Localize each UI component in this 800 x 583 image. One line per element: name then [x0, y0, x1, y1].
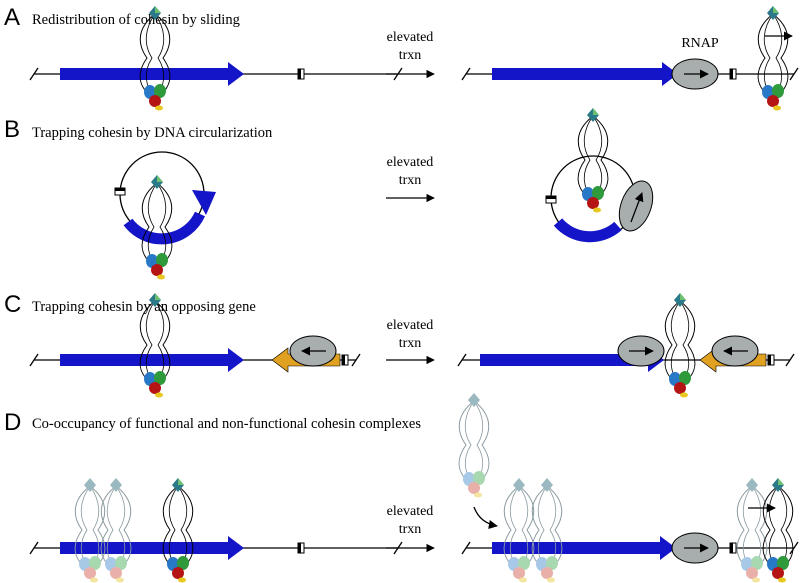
panel-c-title: Trapping cohesin by an opposing gene	[32, 299, 256, 315]
cohesin-d-right	[762, 477, 794, 583]
released-cohesin-d	[458, 392, 490, 498]
panel-d-label: D	[4, 409, 21, 436]
panel-a-title: Redistribution of cohesin by sliding	[32, 12, 240, 28]
cohesin-d-left	[162, 477, 194, 583]
gene-arc-b-left	[123, 211, 206, 245]
cohesin-a-right	[757, 5, 789, 111]
release-arrow-d	[473, 506, 498, 530]
panel-c-label: C	[4, 291, 21, 318]
gene-arrow-a-right	[492, 62, 678, 86]
transition-a-line2: trxn	[399, 48, 422, 63]
transition-b-line1: elevated	[387, 155, 434, 170]
panel-d-title: Co-occupancy of functional and non-funct…	[32, 416, 421, 432]
transition-b-line2: trxn	[399, 173, 422, 188]
panel-a-label: A	[4, 4, 20, 31]
nonfunctional-cohesin-d-left-2	[100, 477, 132, 583]
transition-d-line2: trxn	[399, 522, 422, 537]
gene-arrow-c-left	[60, 348, 244, 372]
rnap-b	[618, 180, 654, 232]
gene-arrow-d-left	[60, 536, 244, 560]
transition-c-line2: trxn	[399, 336, 422, 351]
transition-a-line1: elevated	[387, 30, 434, 45]
gene-arc-b-right	[553, 218, 622, 243]
gene-arrow-a-left	[60, 62, 244, 86]
nonfunctional-cohesin-d-left-1	[74, 477, 106, 583]
rnap-label: RNAP	[681, 36, 719, 51]
cohesin-b-left	[141, 174, 173, 280]
panel-b: B Trapping cohesin by DNA circularizatio…	[4, 107, 654, 280]
panel-a: A Redistribution of cohesin by sliding e…	[4, 4, 799, 111]
gene-arrow-d-right	[492, 536, 676, 560]
nonfunctional-cohesin-d-right-1	[503, 477, 535, 583]
panel-b-label: B	[4, 116, 20, 143]
panel-d: D Co-occupancy of functional and non-fun…	[4, 392, 799, 583]
nonfunctional-cohesin-d-right-2	[531, 477, 563, 583]
nonfunctional-cohesin-d-right-3	[736, 477, 768, 583]
transition-d-line1: elevated	[387, 504, 434, 519]
cohesin-c-right	[664, 292, 696, 398]
panel-b-title: Trapping cohesin by DNA circularization	[32, 125, 273, 141]
panel-c: C Trapping cohesin by an opposing gene e…	[4, 291, 795, 398]
transition-c-line1: elevated	[387, 318, 434, 333]
cohesin-b-right	[577, 107, 609, 213]
